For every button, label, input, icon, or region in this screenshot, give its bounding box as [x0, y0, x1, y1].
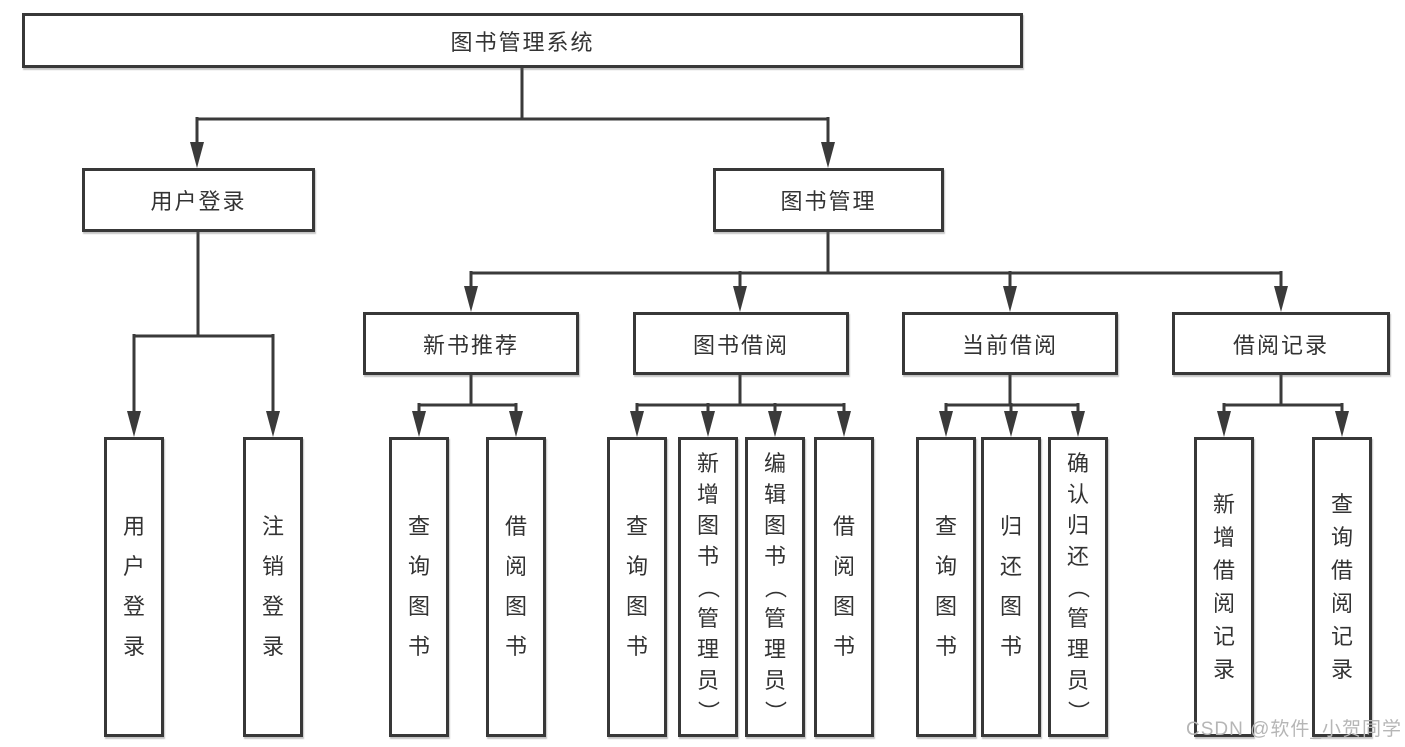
leaf-user-login: 用户登录: [104, 437, 164, 737]
arrowheads: [127, 142, 1349, 437]
leaf-borrow-edit-admin: 编辑图书（管理员）: [745, 437, 805, 737]
leaf-borrow-borrow: 借阅图书: [814, 437, 874, 737]
leaf-record-query: 查询借阅记录: [1312, 437, 1372, 737]
connector-book-mgmt: [469, 232, 1283, 289]
watermark: CSDN @软件_小贺同学: [1186, 719, 1402, 740]
leaf-newbook-borrow: 借阅图书: [486, 437, 546, 737]
node-user-login: 用户登录: [82, 168, 315, 232]
leaf-current-return: 归还图书: [981, 437, 1041, 737]
connector-book-borrow: [635, 375, 846, 414]
node-root: 图书管理系统: [22, 13, 1023, 68]
leaf-borrow-add-admin: 新增图书（管理员）: [678, 437, 738, 737]
node-new-book: 新书推荐: [363, 312, 579, 375]
leaf-current-query: 查询图书: [916, 437, 976, 737]
connector-current-borrow: [944, 375, 1080, 414]
connector-new-book: [417, 375, 518, 414]
leaf-record-add: 新增借阅记录: [1194, 437, 1254, 737]
leaf-newbook-query: 查询图书: [389, 437, 449, 737]
connector-borrow-record: [1222, 375, 1344, 414]
node-current-borrow: 当前借阅: [902, 312, 1118, 375]
leaf-borrow-query: 查询图书: [607, 437, 667, 737]
node-book-borrow: 图书借阅: [633, 312, 849, 375]
node-book-mgmt: 图书管理: [713, 168, 944, 232]
leaf-logout: 注销登录: [243, 437, 303, 737]
connector-user-login: [132, 232, 275, 414]
connector-root: [195, 68, 830, 144]
leaf-current-confirm-admin: 确认归还（管理员）: [1048, 437, 1108, 737]
node-borrow-record: 借阅记录: [1172, 312, 1390, 375]
